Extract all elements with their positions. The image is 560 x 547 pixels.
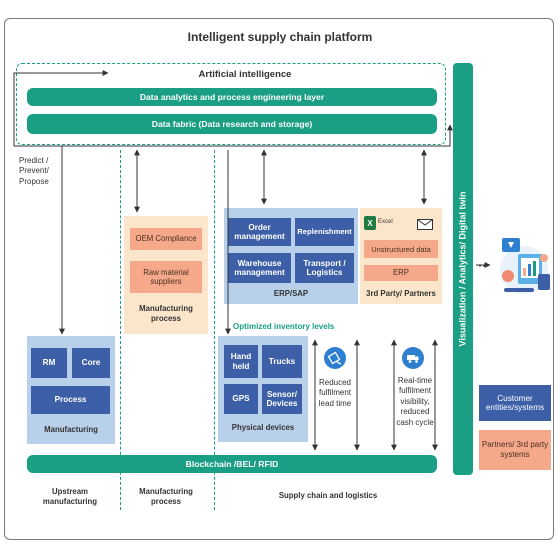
handheld-box: Hand held	[224, 345, 258, 378]
unstructured-data-box: Unstructured data	[364, 240, 438, 258]
column-divider-2	[214, 150, 215, 510]
erp-sap-label: ERP/SAP	[273, 289, 309, 298]
realtime-visibility-text: Real-time fulfilment visibility, reduced…	[396, 376, 434, 427]
predict-line-3: Propose	[19, 176, 49, 186]
excel-label: Excel	[378, 219, 393, 225]
erp-box: ERP	[364, 265, 438, 281]
column-divider-1	[120, 150, 121, 510]
process-box: Process	[31, 386, 110, 414]
mfg-process-bottom-label: Manufacturing process	[139, 487, 193, 506]
supply-chain-label: Supply chain and logistics	[278, 491, 378, 500]
fulfilment-icon	[324, 347, 346, 369]
excel-icon: X	[364, 216, 376, 230]
ai-label: Artificial intelligence	[198, 69, 292, 80]
mail-icon	[417, 217, 433, 230]
visualization-bar-label: Visualization / Analytics/ Digital twin	[458, 191, 468, 347]
trucks-box: Trucks	[262, 345, 302, 378]
predict-line-2: Prevent/	[19, 166, 49, 176]
oem-compliance-box: OEM Compliance	[130, 228, 202, 250]
physical-devices-label: Physical devices	[231, 423, 295, 432]
rm-box: RM	[31, 348, 67, 378]
raw-material-box: Raw material suppliers	[130, 261, 202, 293]
manufacturing-label: Manufacturing	[44, 425, 98, 434]
gps-box: GPS	[224, 384, 258, 414]
replenishment-box: Replenishment	[295, 218, 354, 246]
manufacturing-process-label: Manufacturing process	[139, 304, 193, 323]
optimized-inventory-label: Optimized inventory levels	[233, 322, 335, 331]
core-box: Core	[72, 348, 110, 378]
visualization-bar: Visualization / Analytics/ Digital twin	[453, 63, 473, 475]
data-fabric-layer: Data fabric (Data research and storage)	[27, 114, 437, 134]
customer-entities-box: Customer entities/systems	[479, 385, 551, 421]
devices-illustration-icon	[494, 232, 554, 302]
predict-line-1: Predict /	[19, 156, 49, 165]
platform-frame	[4, 18, 554, 540]
page-title: Intelligent supply chain platform	[187, 30, 373, 44]
analytics-layer: Data analytics and process engineering l…	[27, 88, 437, 106]
predict-note: Predict / Prevent/ Propose	[19, 156, 79, 187]
third-party-label: 3rd Party/ Partners	[366, 289, 436, 298]
upstream-label: Upstream manufacturing	[42, 487, 98, 506]
sensor-devices-box: Sensor/ Devices	[262, 384, 302, 414]
transport-logistics-box: Transport / Logistics	[295, 253, 354, 283]
visibility-icon	[402, 347, 424, 369]
blockchain-bar: Blockchain /BEL/ RFID	[27, 455, 437, 473]
warehouse-management-box: Warehouse management	[228, 253, 291, 283]
partners-systems-box: Partners/ 3rd party systems	[479, 430, 551, 470]
order-management-box: Order management	[228, 218, 291, 246]
reduced-lead-time-text: Reduced fulfilment lead time	[318, 378, 352, 408]
